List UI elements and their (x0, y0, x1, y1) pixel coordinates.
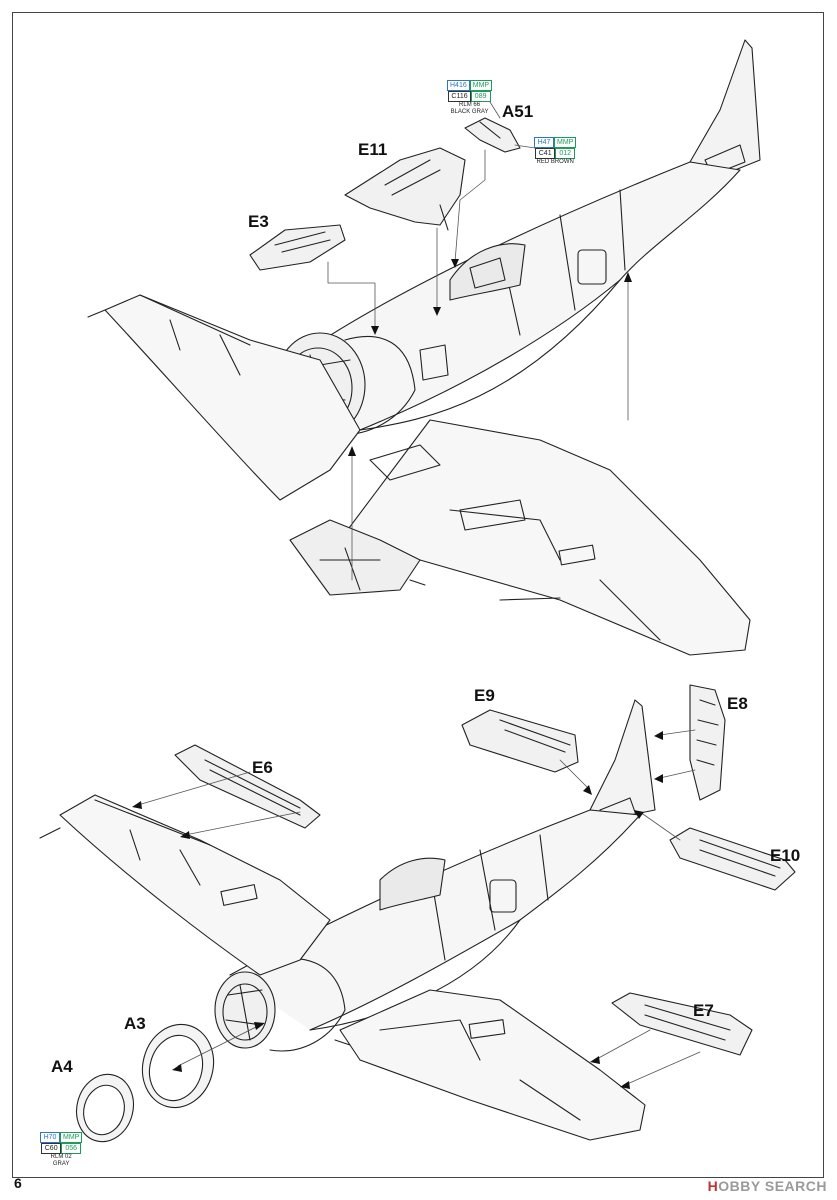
part-label-e3: E3 (248, 212, 269, 231)
part-label-a4: A4 (51, 1057, 73, 1076)
upper-leaders (327, 101, 629, 581)
part-e7-drawing (611, 992, 753, 1056)
mr-color-code: C116 (448, 91, 471, 102)
color-name-2: GRAY (52, 1161, 70, 1167)
hobby-color-code: H416 (447, 80, 470, 91)
hobby-color-code: H70 (40, 1132, 60, 1143)
watermark-text: OBBY SEARCH (718, 1178, 827, 1194)
hobby-color-code: H47 (534, 137, 554, 148)
lower-aircraft (39, 699, 656, 1141)
mmp-number: 056 (61, 1143, 82, 1154)
color-name-2: BLACK GRAY (450, 109, 489, 115)
part-e3-drawing (249, 224, 346, 271)
part-e9-drawing (461, 709, 579, 773)
part-a4-drawing (76, 1073, 134, 1143)
part-label-a3: A3 (124, 1014, 146, 1033)
mmp-number: 012 (555, 148, 576, 159)
mr-color-code: C60 (41, 1143, 62, 1154)
page-border (12, 12, 824, 1178)
mmp-code: MMP (60, 1132, 83, 1143)
part-label-e11: E11 (358, 140, 388, 159)
mmp-code: MMP (554, 137, 577, 148)
part-label-a51: A51 (502, 102, 534, 121)
page-number: 6 (14, 1175, 22, 1191)
part-label-e8: E8 (727, 694, 748, 713)
watermark-logo-mark: H (707, 1178, 719, 1194)
upper-arrows (348, 259, 632, 456)
part-label-e10: E10 (770, 846, 801, 865)
lower-leaders (137, 729, 701, 1086)
watermark: HOBBY SEARCH (708, 1178, 827, 1194)
part-a51-drawing (464, 117, 521, 153)
part-label-e6: E6 (252, 758, 273, 777)
color-name: RED BROWN (536, 159, 574, 165)
part-label-e9: E9 (474, 686, 495, 705)
color-callout-gray: H70 MMP C60 056 RLM 02 GRAY (40, 1132, 83, 1168)
part-e8-drawing (689, 684, 726, 801)
part-e6-drawing (174, 744, 321, 829)
upper-aircraft (87, 39, 761, 656)
part-e10-drawing (669, 827, 796, 891)
color-name: RLM 66 (459, 102, 481, 108)
mr-color-code: C41 (535, 148, 556, 159)
color-callout-black-gray: H416 MMP C116 089 RLM 66 BLACK GRAY (447, 80, 493, 116)
lower-arrows (132, 731, 663, 1089)
mmp-code: MMP (469, 80, 493, 91)
part-label-e7: E7 (693, 1001, 714, 1020)
mmp-number: 089 (470, 91, 491, 102)
color-name: RLM 02 (50, 1154, 72, 1160)
color-callout-red-brown: H47 MMP C41 012 RED BROWN (534, 137, 577, 166)
part-e11-drawing (344, 147, 466, 231)
